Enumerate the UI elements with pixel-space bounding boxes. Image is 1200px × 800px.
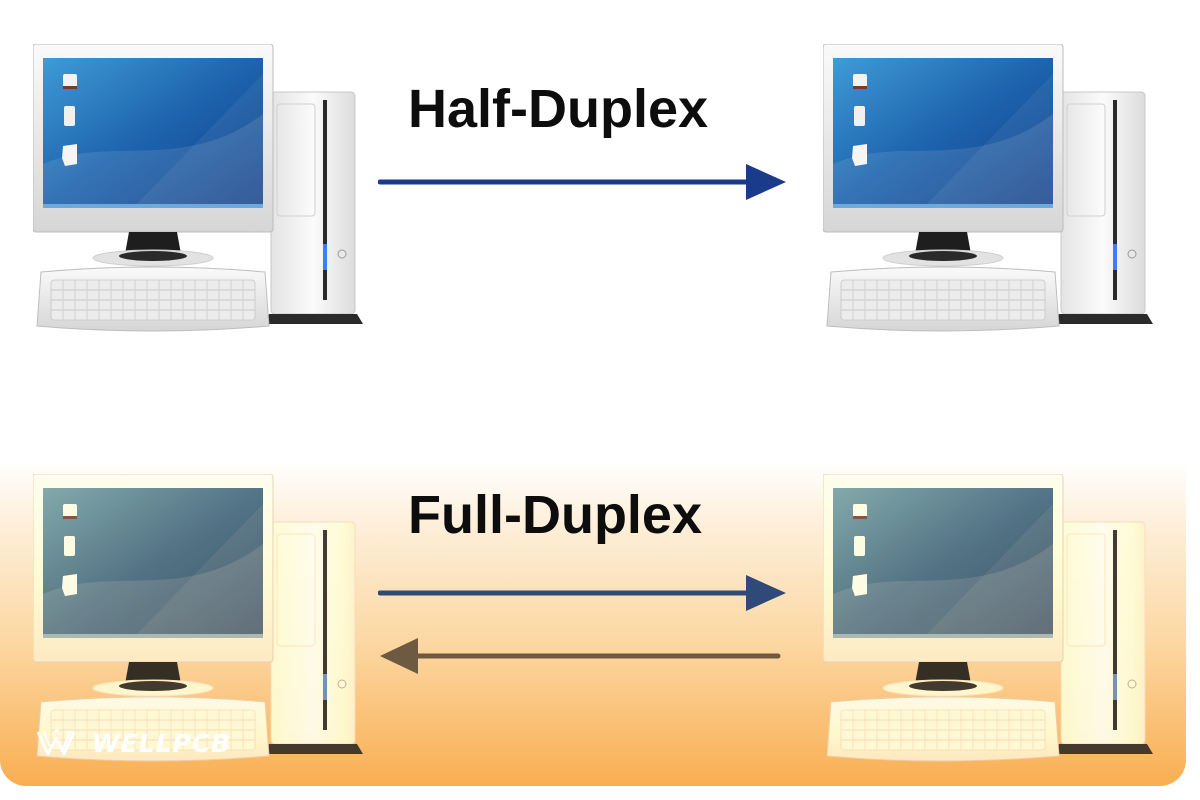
- wellpcb-logo-text: WELLPCB: [92, 728, 232, 758]
- wellpcb-logo-icon: [36, 729, 76, 756]
- left-arrow-icon: [380, 638, 781, 674]
- right-arrow-icon: [378, 164, 786, 200]
- wellpcb-logo: WELLPCB: [36, 728, 231, 758]
- computer-icon: [823, 44, 1153, 339]
- right-arrow-icon: [378, 575, 786, 611]
- half-duplex-title: Half-Duplex: [408, 79, 709, 139]
- computer-icon: [33, 474, 363, 769]
- full-duplex-title: Full-Duplex: [408, 485, 702, 545]
- computer-icon: [33, 44, 363, 339]
- computer-icon: [823, 474, 1153, 769]
